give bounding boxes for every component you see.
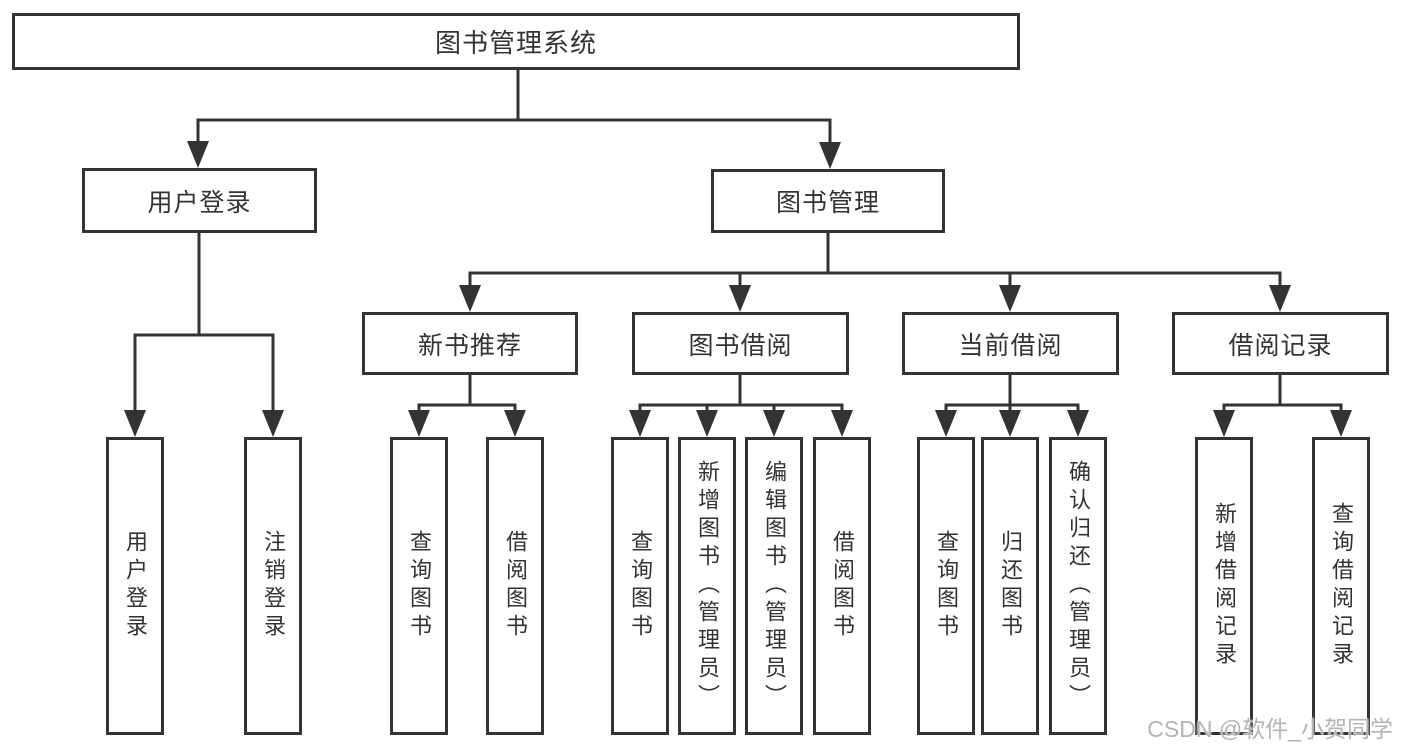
leaf-query-borrow-record-label: 查询借阅记录 bbox=[1329, 502, 1354, 670]
leaf-add-borrow-record-label: 新增借阅记录 bbox=[1212, 502, 1237, 670]
leaf-current-query-book: 查询图书 bbox=[917, 437, 975, 735]
connector-new-book-branch bbox=[417, 375, 517, 412]
leaf-logout-label: 注销登录 bbox=[261, 530, 286, 642]
leaf-add-borrow-record: 新增借阅记录 bbox=[1195, 437, 1253, 735]
leaf-logout: 注销登录 bbox=[244, 437, 302, 735]
leaf-recommend-borrow-book: 借阅图书 bbox=[486, 437, 544, 735]
connector-root-to-level2 bbox=[196, 70, 832, 145]
arrowheads bbox=[124, 141, 1352, 437]
node-borrow-records: 借阅记录 bbox=[1172, 312, 1389, 375]
leaf-query-borrow-record: 查询借阅记录 bbox=[1312, 437, 1370, 735]
leaf-borrow-book: 借阅图书 bbox=[813, 437, 871, 735]
leaf-user-login: 用户登录 bbox=[106, 437, 164, 735]
node-book-borrow: 图书借阅 bbox=[632, 312, 849, 375]
leaf-confirm-return-admin-label: 确认归还（管理员） bbox=[1066, 460, 1091, 712]
leaf-current-query-book-label: 查询图书 bbox=[934, 530, 959, 642]
leaf-add-book-admin-label: 新增图书（管理员） bbox=[695, 460, 720, 712]
node-root: 图书管理系统 bbox=[12, 13, 1020, 70]
leaf-borrow-query-book: 查询图书 bbox=[611, 437, 669, 735]
leaf-return-book-label: 归还图书 bbox=[998, 530, 1023, 642]
node-book-management: 图书管理 bbox=[711, 169, 945, 233]
leaf-recommend-query-book: 查询图书 bbox=[390, 437, 448, 735]
leaf-user-login-label: 用户登录 bbox=[123, 530, 148, 642]
leaf-borrow-book-label: 借阅图书 bbox=[830, 530, 855, 642]
leaf-edit-book-admin-label: 编辑图书（管理员） bbox=[762, 460, 787, 712]
leaf-edit-book-admin: 编辑图书（管理员） bbox=[745, 437, 803, 735]
csdn-watermark: CSDN @软件_小贺同学 bbox=[1147, 716, 1393, 742]
connector-borrow-record-branch bbox=[1222, 375, 1343, 412]
node-new-book-recommend: 新书推荐 bbox=[362, 312, 578, 375]
node-current-borrow: 当前借阅 bbox=[902, 312, 1119, 375]
leaf-return-book: 归还图书 bbox=[981, 437, 1039, 735]
connector-book-management-branch bbox=[468, 233, 1282, 288]
leaf-recommend-query-book-label: 查询图书 bbox=[407, 530, 432, 642]
connector-book-borrow-branch bbox=[638, 375, 844, 412]
leaf-recommend-borrow-book-label: 借阅图书 bbox=[503, 530, 528, 642]
node-user-login: 用户登录 bbox=[82, 168, 317, 233]
connector-user-login-branch bbox=[133, 233, 275, 412]
leaf-borrow-query-book-label: 查询图书 bbox=[628, 530, 653, 642]
leaf-add-book-admin: 新增图书（管理员） bbox=[678, 437, 736, 735]
leaf-confirm-return-admin: 确认归还（管理员） bbox=[1049, 437, 1107, 735]
connector-current-borrow-branch bbox=[944, 375, 1080, 412]
